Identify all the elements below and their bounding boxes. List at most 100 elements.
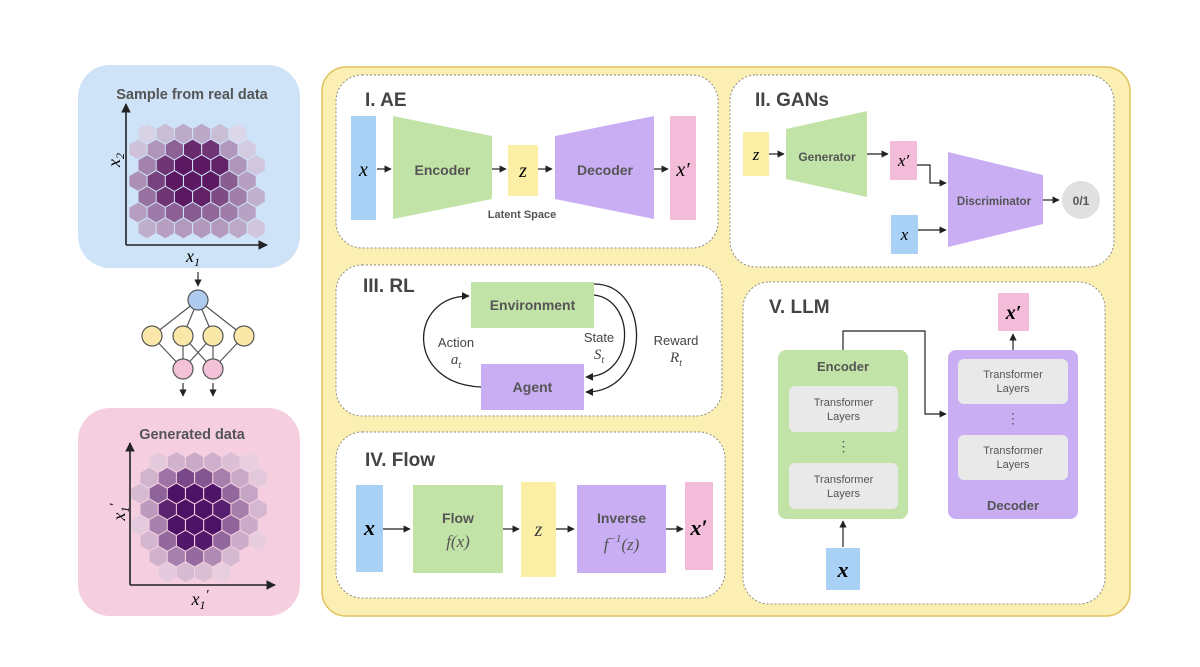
- real-hexbin-cell: [220, 171, 238, 191]
- llm-layer-label-line1: Transformer: [983, 369, 1043, 381]
- llm-input-block: [826, 548, 860, 590]
- generated-hexbin-cell: [213, 467, 231, 488]
- flow-latent-block: [521, 482, 556, 577]
- real-hexbin-cell: [174, 186, 192, 207]
- real-hexbin-cell: [211, 123, 229, 144]
- flow-forward-block: [413, 485, 503, 573]
- llm-decoder-dots: ⋮: [1006, 410, 1020, 426]
- llm-decoder-layer: [958, 435, 1068, 480]
- llm-output-block: [998, 293, 1029, 331]
- gans-fake-label: x′: [897, 151, 910, 170]
- gans-output-label: 0/1: [1073, 194, 1090, 208]
- generated-hexbin-cell: [158, 562, 176, 583]
- generated-hexbin-cell: [249, 499, 267, 520]
- generated-hexbin-cell: [213, 499, 231, 520]
- rl-state-arrow: [585, 294, 626, 381]
- input-node: [187, 289, 209, 311]
- llm-encoder-dots: ⋮: [837, 438, 851, 454]
- real-hexbin-cell: [174, 155, 192, 176]
- llm-layer-label-line2: Layers: [827, 411, 861, 423]
- real-hexbin-cell: [138, 155, 156, 176]
- generated-data-panel: Generated data x1′ x1′: [78, 408, 300, 616]
- gans-arrow: [917, 164, 947, 187]
- ae-input-block: [351, 116, 376, 220]
- generated-hexbin-cell: [231, 530, 249, 551]
- real-y-label: x2: [104, 153, 127, 168]
- real-hexbin-cell: [129, 171, 147, 191]
- real-hexbin-cell: [247, 186, 265, 207]
- rl-environment-label: Environment: [490, 297, 576, 313]
- flow-inverse-label: Inverse: [597, 510, 646, 526]
- generated-hexbin-cell: [213, 562, 231, 583]
- generated-hexbin-cell: [149, 483, 167, 504]
- gans-noise-block: [743, 132, 769, 176]
- ae-input-label: x: [358, 159, 368, 181]
- real-hexbin-cell: [165, 202, 183, 223]
- generated-hexbin-cell: [195, 499, 213, 520]
- gans-real-label: x: [900, 225, 909, 244]
- llm-input-label: x: [837, 557, 849, 582]
- real-hexbin-cell: [174, 123, 192, 144]
- generated-hexbin-cell: [158, 530, 176, 551]
- llm-layer-label-line2: Layers: [996, 383, 1030, 395]
- flow-forward-label: Flow: [442, 510, 474, 526]
- ae-latent-label: z: [518, 160, 527, 182]
- gans-discriminator-shape: [948, 152, 1043, 247]
- rl-reward-label: Reward: [654, 333, 699, 348]
- gans-title: II. GANs: [755, 90, 829, 111]
- hidden-node: [233, 325, 255, 347]
- real-hexbin-cell: [184, 139, 202, 160]
- generated-hexbin-cell: [167, 515, 185, 535]
- real-hexbin-cell: [129, 139, 147, 160]
- llm-layer-label-line2: Layers: [996, 459, 1030, 471]
- generated-hexbin-cell: [231, 499, 249, 520]
- gans-output-circle: [1062, 181, 1100, 219]
- generated-x-label: x1′: [190, 588, 209, 612]
- real-hexbin-cell: [138, 186, 156, 207]
- real-hexbin-cell: [165, 171, 183, 191]
- generated-hexbin-cell: [176, 499, 194, 520]
- generated-hexbin-cell: [222, 515, 240, 535]
- generated-hexbin-cell: [158, 467, 176, 488]
- generated-hexbin-cell: [204, 546, 222, 567]
- rl-reward-symbol: Rt: [669, 350, 682, 369]
- generated-hexbin-cell: [176, 562, 194, 583]
- ae-decoder-shape: [555, 116, 654, 219]
- generated-hexbin-cell: [186, 546, 204, 567]
- flow-input-label: x: [363, 515, 375, 540]
- ae-output-label: x′: [675, 159, 690, 181]
- real-hexbin-cell: [193, 123, 211, 144]
- generated-hexbin-cell: [240, 515, 258, 535]
- rl-action-label: Action: [438, 335, 474, 350]
- rl-section: III. RL Environment Agent Action at Stat…: [335, 264, 723, 417]
- gans-fake-block: [890, 141, 917, 180]
- flow-section: IV. Flow x Flow f(x) z Inverse f−1(z) x′: [335, 431, 726, 599]
- generator-network-icon: [141, 272, 255, 397]
- ae-output-block: [670, 116, 696, 220]
- llm-output-label: x′: [1005, 302, 1022, 324]
- generated-hexbin-cell: [222, 546, 240, 567]
- rl-state-label: State: [584, 330, 614, 345]
- real-hexbin-cell: [229, 123, 247, 144]
- generated-hexbin-cell: [186, 515, 204, 535]
- llm-layer-label-line1: Transformer: [814, 397, 874, 409]
- llm-decoder-layer: [958, 359, 1068, 404]
- flow-inverse-block: [577, 485, 666, 573]
- generated-hexbin-cell: [149, 515, 167, 535]
- generated-y-label: x1′: [108, 503, 132, 522]
- gans-noise-label: z: [752, 145, 760, 164]
- hidden-node: [141, 325, 163, 347]
- real-hexbin-cell: [211, 218, 229, 239]
- flow-latent-label: z: [534, 519, 543, 541]
- generated-hexbin-plot: [131, 452, 267, 583]
- hidden-node: [172, 325, 194, 347]
- generated-hexbin-cell: [222, 483, 240, 504]
- real-hexbin-cell: [229, 186, 247, 207]
- llm-title: V. LLM: [769, 297, 830, 318]
- ae-latent-space-label: Latent Space: [488, 209, 556, 221]
- real-hexbin-cell: [238, 202, 256, 223]
- real-hexbin-cell: [238, 139, 256, 160]
- generated-hexbin-cell: [131, 515, 149, 535]
- generated-hexbin-cell: [186, 452, 204, 472]
- flow-output-label: x′: [689, 515, 707, 540]
